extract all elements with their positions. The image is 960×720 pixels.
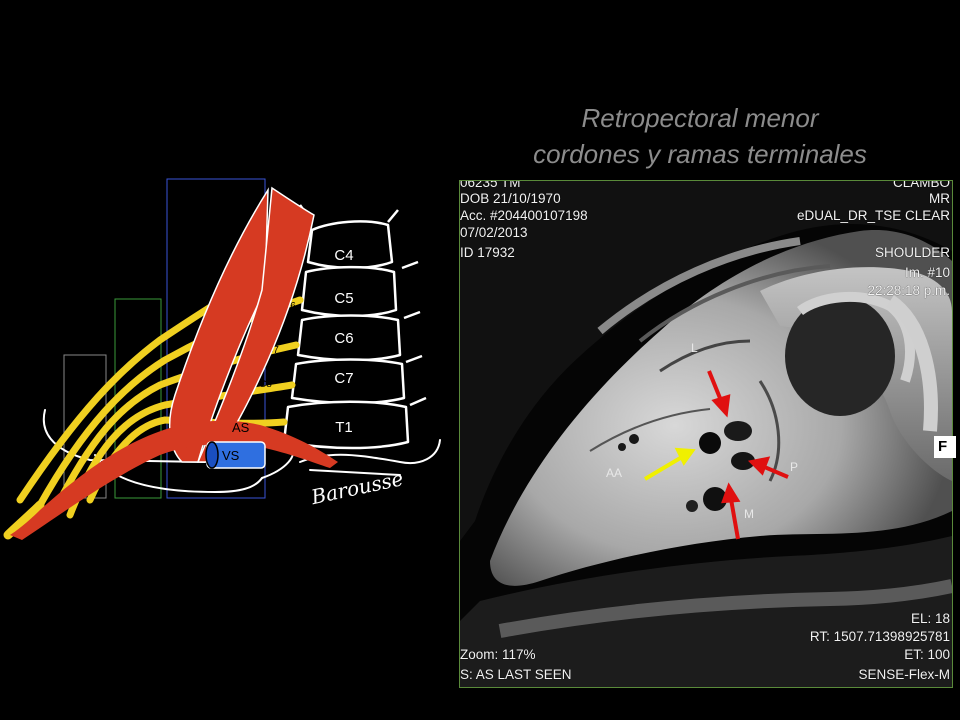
root-label-t1: T1 <box>267 408 279 419</box>
title-line-2: cordones y ramas terminales <box>533 139 867 169</box>
mri-side-marker: F <box>934 436 956 458</box>
mri-overlay-rt: RT: 1507.71398925781 <box>809 629 950 644</box>
vertebra-t1 <box>282 400 410 450</box>
label-axillary-artery: AA <box>606 466 623 480</box>
vertebra-c5 <box>300 265 398 318</box>
vein-label: VS <box>222 448 240 463</box>
trunk-label-ts: TS <box>176 364 189 375</box>
root-label-c8: C8 <box>259 379 272 390</box>
mri-overlay-zoom: Zoom: 117% <box>460 647 536 662</box>
mri-overlay-series: S: AS LAST SEEN <box>460 667 572 682</box>
mri-overlay-image-number: Im. #10 <box>904 265 950 280</box>
mri-overlay-et: ET: 100 <box>904 647 950 662</box>
vertebra-label-c5: C5 <box>334 290 353 307</box>
mri-overlay-sequence: eDUAL_DR_TSE CLEAR <box>796 208 950 223</box>
label-posterior-cord: P <box>790 460 799 474</box>
label-lateral-cord: L <box>691 341 698 355</box>
vertebra-c6 <box>296 314 402 362</box>
mri-overlay-top-right-partial-1: CLAMBO <box>892 180 950 190</box>
mri-overlay-id: ID 17932 <box>460 245 515 260</box>
subclavian-artery: AS <box>10 420 338 540</box>
vertebra-label-c7: C7 <box>334 370 353 387</box>
mri-overlay-time: 22:28:18 p.m. <box>867 283 950 298</box>
slide-title: Retropectoral menor cordones y ramas ter… <box>470 100 930 172</box>
title-line-1: Retropectoral menor <box>581 103 819 133</box>
mri-overlay-date: 07/02/2013 <box>460 225 528 240</box>
subclavian-vein: VS <box>205 441 266 469</box>
mri-image-panel: 06235 TM DOB 21/10/1970 Acc. #2044001071… <box>459 180 953 688</box>
vertebra-label-c4: C4 <box>334 247 353 264</box>
mri-overlay-top-right-partial-2: MR <box>929 191 950 206</box>
mri-overlay-top-left-partial: 06235 TM <box>460 180 521 190</box>
yellow-arrow <box>643 447 696 481</box>
mri-overlay-el: EL: 18 <box>910 611 950 626</box>
vertebra-label-t1: T1 <box>335 419 353 436</box>
vertebra-labels: C4 C5 C6 C7 T1 <box>334 247 353 436</box>
artery-label: AS <box>232 420 250 435</box>
red-arrows <box>707 370 789 540</box>
vertebra-c4 <box>306 220 394 270</box>
vertebra-label-c6: C6 <box>334 330 353 347</box>
mri-overlay-region: SHOULDER <box>874 245 950 260</box>
brachial-plexus-diagram: C4 C5 C6 C7 T1 C5 C6 C7 C8 T1 TS TM TI A… <box>3 178 441 540</box>
mri-overlay-accession: Acc. #204400107198 <box>460 208 588 223</box>
mri-scan <box>460 181 952 687</box>
label-medial-cord: M <box>744 507 754 521</box>
mri-overlay-coil: SENSE-Flex-M <box>858 667 950 682</box>
mri-overlay-dob: DOB 21/10/1970 <box>460 191 561 206</box>
scalene-muscles <box>168 186 315 463</box>
